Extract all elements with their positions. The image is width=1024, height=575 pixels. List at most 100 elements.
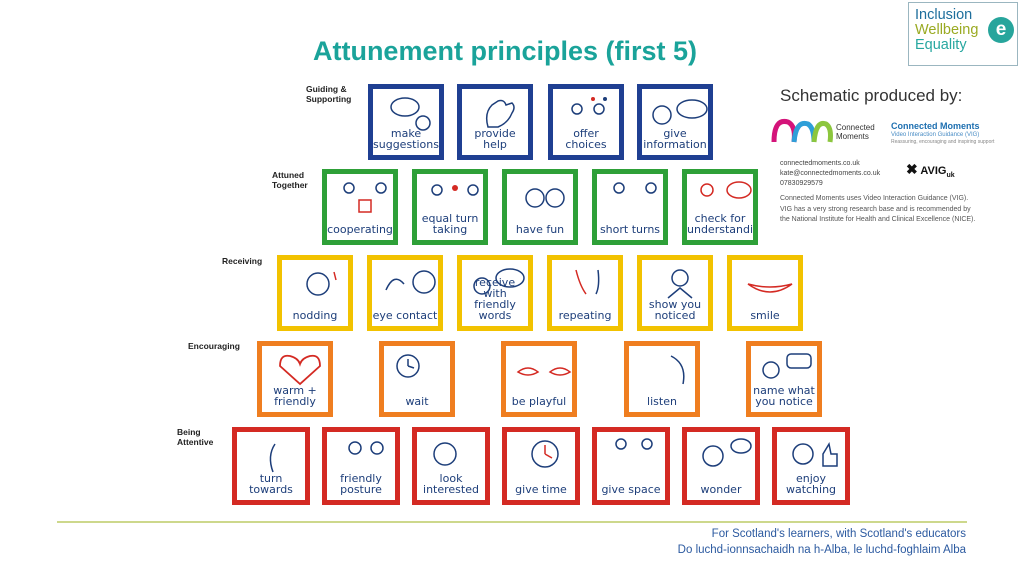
card-label: name what you notice bbox=[753, 384, 815, 408]
card-label: smile bbox=[750, 309, 780, 322]
people-talking-icon bbox=[613, 182, 657, 194]
smile-mouth-icon bbox=[747, 283, 793, 293]
card-label: equal turn taking bbox=[421, 212, 479, 236]
clock-icon bbox=[531, 440, 559, 468]
schematic-heading: Schematic produced by: bbox=[780, 86, 963, 105]
vig-title: Connected Moments bbox=[891, 121, 980, 131]
vig-tagline: Reassuring, encouraging and inspiring su… bbox=[891, 139, 995, 145]
card-wonder: wonder bbox=[682, 427, 760, 505]
row-label-line: Together bbox=[272, 180, 308, 190]
card-label: look interested bbox=[423, 472, 479, 496]
card-show-you-noticed: show you noticed bbox=[637, 255, 713, 331]
card-label: eye contact bbox=[372, 309, 438, 322]
avig-cross-icon: ✖ bbox=[906, 161, 918, 177]
card-short-turns: short turns bbox=[592, 169, 668, 245]
card-label: turn towards bbox=[249, 472, 293, 496]
two-people-blocks-icon bbox=[343, 182, 387, 213]
card-enjoy-watching: enjoy watching bbox=[772, 427, 850, 505]
card-give-information: give information bbox=[637, 84, 713, 160]
inclusion-wellbeing-equality-logo: Inclusion Wellbeing Equality e bbox=[908, 2, 1018, 66]
card-label: short turns bbox=[599, 223, 661, 236]
row-label-line: Encouraging bbox=[188, 341, 240, 351]
face-speech-icon bbox=[762, 353, 812, 379]
card-make-suggestions: make suggestions bbox=[368, 84, 444, 160]
row-label-line: Receiving bbox=[222, 256, 263, 266]
card-listen: listen bbox=[624, 341, 700, 417]
card-name-what-you-notice: name what you notice bbox=[746, 341, 822, 417]
card-label: wonder bbox=[700, 483, 742, 496]
face-icon bbox=[433, 442, 457, 466]
row-label-line: Guiding & bbox=[306, 84, 347, 94]
row-label-guiding: Guiding & Supporting bbox=[306, 84, 351, 104]
card-label: listen bbox=[647, 395, 677, 408]
logo-line-2: Wellbeing bbox=[915, 22, 979, 38]
card-offer-choices: offer choices bbox=[548, 84, 624, 160]
row-label-line: Attuned bbox=[272, 170, 305, 180]
vig-subtitle: Video Interaction Guidance (VIG) bbox=[891, 132, 980, 138]
card-label: make suggestions bbox=[373, 127, 439, 151]
row-label-line: Supporting bbox=[306, 94, 352, 104]
face-speech-icon bbox=[473, 268, 525, 295]
person-noticing-icon bbox=[667, 269, 693, 299]
lips-icon bbox=[516, 367, 572, 376]
nodding-head-icon bbox=[306, 271, 337, 296]
card-turn-towards: turn towards bbox=[232, 427, 310, 505]
card-label: cooperating bbox=[327, 223, 393, 236]
two-people-icon bbox=[348, 441, 384, 455]
heart-icon bbox=[279, 354, 321, 386]
card-nodding: nodding bbox=[277, 255, 353, 331]
card-cooperating: cooperating bbox=[322, 169, 398, 245]
eye-contact-icon bbox=[385, 270, 436, 294]
card-label: have fun bbox=[515, 223, 565, 236]
avig-logo: ✖ AVIGuk bbox=[906, 161, 955, 179]
cm-name-line: Moments bbox=[836, 132, 869, 141]
row-label-line: Being bbox=[177, 427, 201, 437]
contact-website: connectedmoments.co.uk bbox=[780, 160, 860, 167]
speech-bubble-icon bbox=[390, 97, 431, 131]
card-wait: wait bbox=[379, 341, 455, 417]
two-people-icon bbox=[615, 438, 653, 450]
card-label: friendly posture bbox=[340, 472, 382, 496]
vig-description: Connected Moments uses Video Interaction… bbox=[780, 195, 976, 223]
page-title: Attunement principles (first 5) bbox=[312, 36, 698, 66]
connected-moments-logo-icon bbox=[771, 118, 833, 143]
face-profile-icon bbox=[269, 443, 276, 473]
card-label: nodding bbox=[292, 309, 338, 322]
thought-bubbles-icon bbox=[700, 181, 752, 199]
cm-name-line: Connected bbox=[836, 123, 875, 132]
card-label: show you noticed bbox=[648, 298, 702, 322]
card-warm-friendly: warm + friendly bbox=[257, 341, 333, 417]
repeat-arrows-icon bbox=[575, 269, 600, 295]
logo-e-icon: e bbox=[988, 17, 1014, 43]
card-provide-help: provide help bbox=[457, 84, 533, 160]
card-label: be playful bbox=[511, 395, 567, 408]
card-look-interested: look interested bbox=[412, 427, 490, 505]
clock-icon bbox=[396, 354, 420, 378]
card-give-time: give time bbox=[502, 427, 580, 505]
ball-passing-icon bbox=[431, 184, 479, 196]
card-label: warm + friendly bbox=[273, 384, 317, 408]
listening-face-icon bbox=[670, 355, 685, 385]
card-check-for-understanding: check for understanding bbox=[682, 169, 758, 245]
card-give-space: give space bbox=[592, 427, 670, 505]
avig-text: AVIG bbox=[920, 165, 947, 177]
card-label: check for understanding bbox=[687, 212, 754, 236]
card-eye-contact: eye contact bbox=[367, 255, 443, 331]
card-label: give time bbox=[515, 483, 567, 496]
card-friendly-posture: friendly posture bbox=[322, 427, 400, 505]
footer-line-english: For Scotland's learners, with Scotland's… bbox=[711, 528, 966, 540]
card-label: give space bbox=[601, 483, 661, 496]
hand-icon bbox=[485, 99, 515, 128]
row-label-attuned: Attuned Together bbox=[272, 170, 308, 190]
card-label: repeating bbox=[558, 309, 612, 322]
card-label: offer choices bbox=[565, 127, 607, 151]
thumbs-up-icon bbox=[792, 441, 838, 467]
row-label-encouraging: Encouraging bbox=[188, 341, 240, 351]
smiling-faces-icon bbox=[525, 188, 565, 208]
card-label: enjoy watching bbox=[785, 472, 837, 496]
people-choices-icon bbox=[571, 97, 607, 115]
row-label-attentive: Being Attentive bbox=[177, 427, 213, 447]
row-label-receiving: Receiving bbox=[222, 256, 262, 266]
avig-suffix: uk bbox=[946, 172, 955, 180]
thinking-face-icon bbox=[702, 438, 752, 467]
